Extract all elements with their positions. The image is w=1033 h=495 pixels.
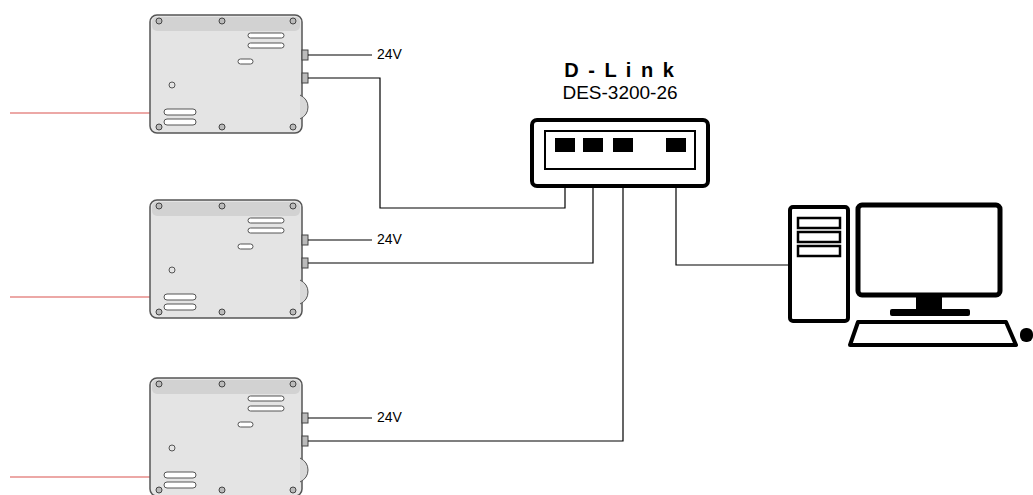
ethernet-port — [666, 138, 686, 152]
brand-name: D - L i n k — [520, 58, 720, 82]
voltage-label: 24V — [377, 231, 402, 247]
switch: D - L i n kDES-3200-26 — [520, 58, 720, 188]
switch-housing — [530, 118, 710, 188]
voltage-label: 24V — [377, 409, 402, 425]
port-panel — [544, 130, 696, 170]
voltage-label: 24V — [377, 46, 402, 62]
model-number: DES-3200-26 — [520, 82, 720, 105]
ethernet-port — [555, 138, 575, 152]
ethernet-port — [613, 138, 633, 152]
ethernet-port — [583, 138, 603, 152]
